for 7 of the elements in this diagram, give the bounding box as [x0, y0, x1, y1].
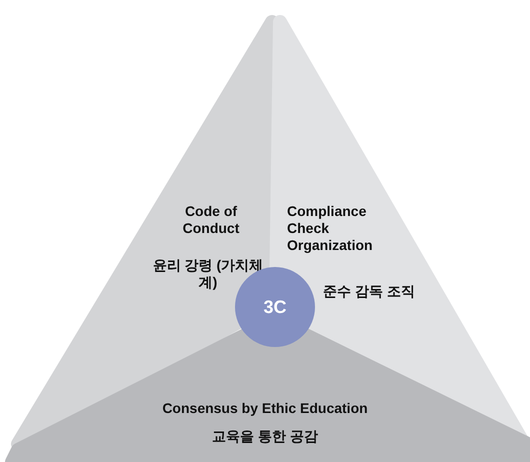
panel-title: Code of Conduct: [182, 203, 240, 237]
circle-label: 3C: [262, 296, 288, 318]
panel-subtitle: 윤리 강령 (가치체계): [152, 257, 264, 291]
panel-title: Compliance Check Organization: [287, 203, 374, 254]
panel-title: Consensus by Ethic Education: [161, 400, 369, 417]
panel-subtitle: 준수 감독 조직: [323, 283, 416, 300]
panel-subtitle: 교육을 통한 공감: [211, 428, 319, 445]
